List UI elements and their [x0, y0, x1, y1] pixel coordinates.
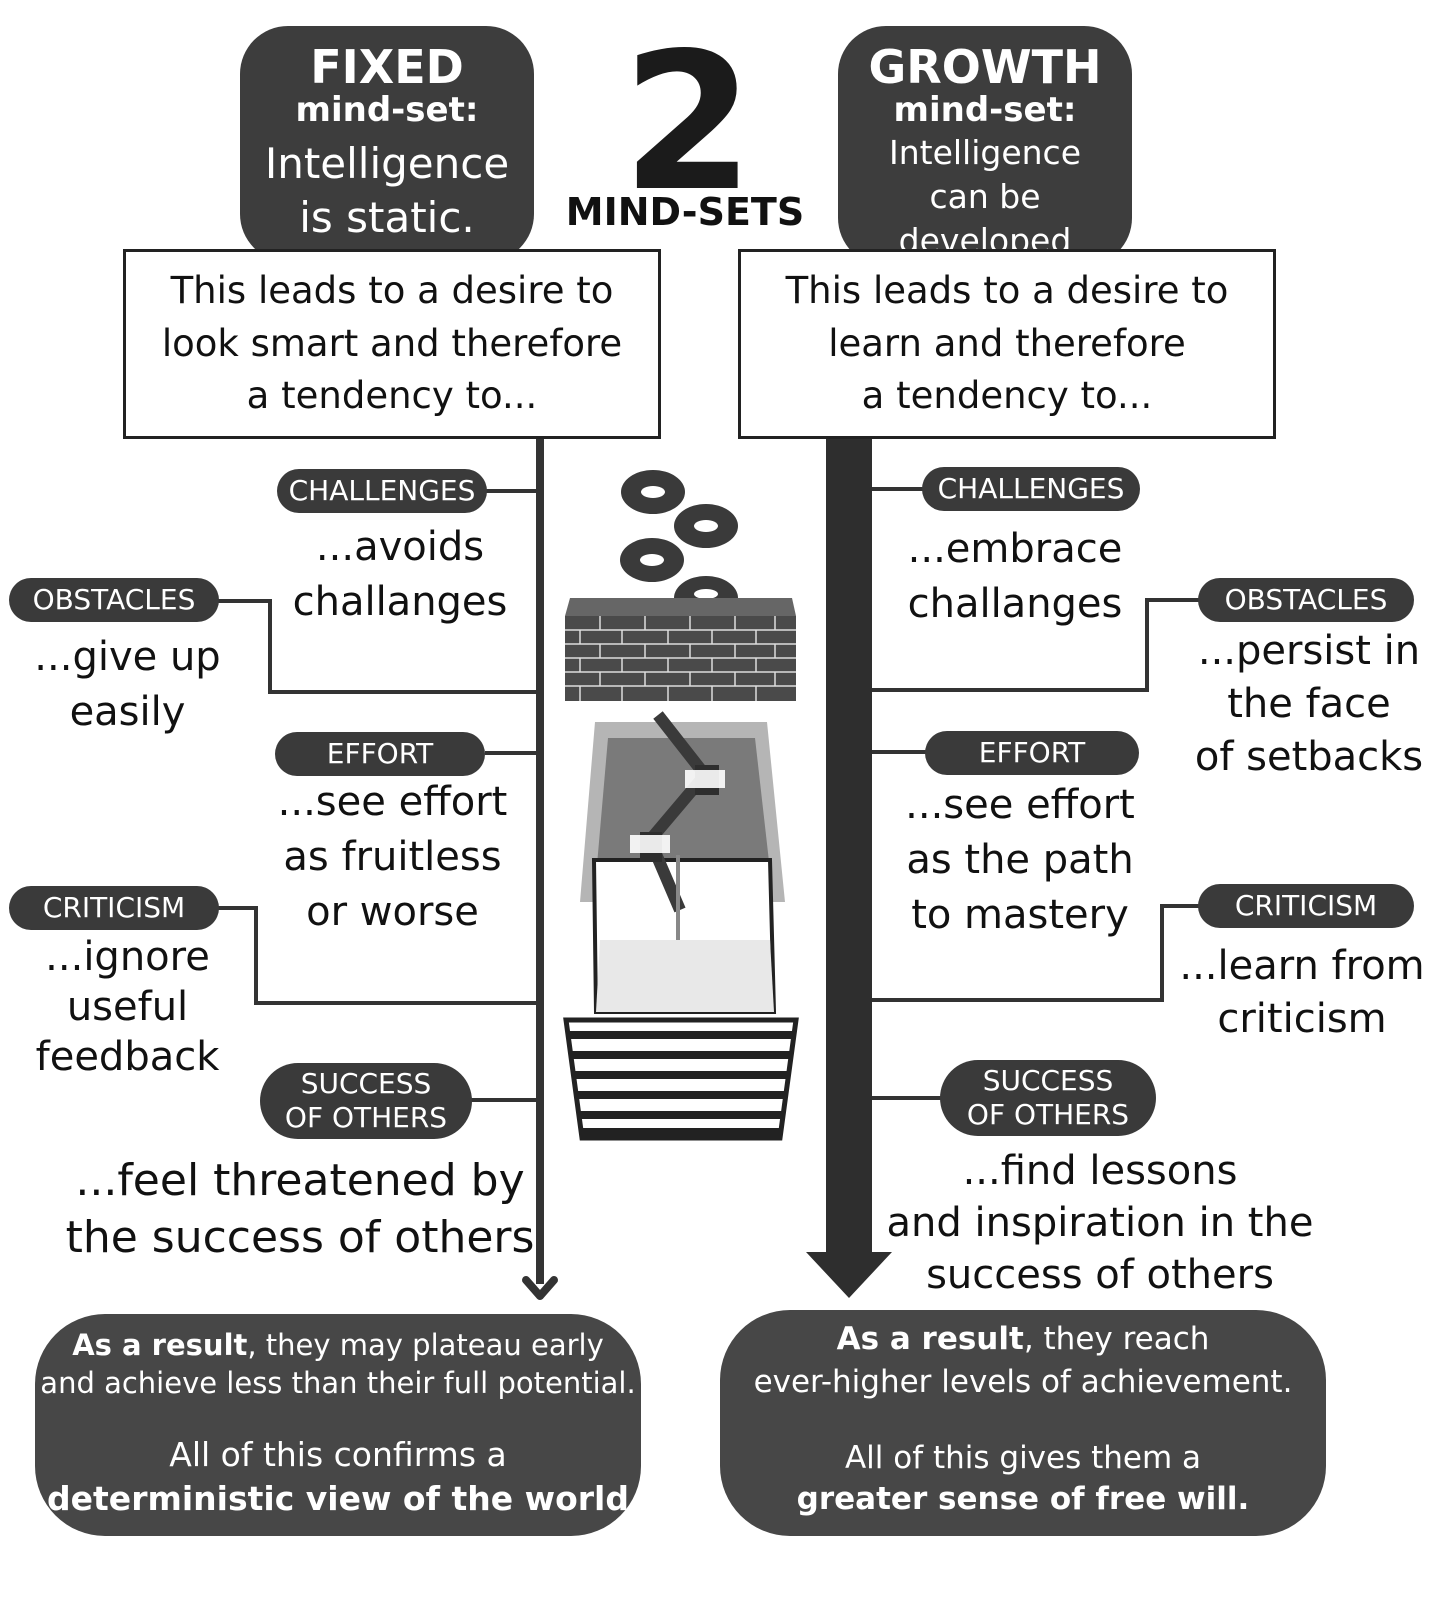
growth-spine [826, 439, 872, 1254]
growth-branch-criticism [872, 904, 1200, 1002]
mind-sets-label: MIND-SETS [565, 190, 805, 234]
fixed-mindset-header: FIXED mind-set: Intelligence is static. [240, 26, 534, 262]
fixed-desire-text: This leads to a desire to look smart and… [161, 269, 623, 418]
growth-subtitle: mind-set: [893, 90, 1077, 130]
growth-response-obstacles: ...persist in the face of setbacks [1194, 628, 1424, 780]
fixed-result-box: As a result, they may plateau early and … [35, 1314, 641, 1536]
growth-response-challenges: ...embrace challanges [907, 526, 1123, 628]
obstacle-illustration [563, 470, 799, 1141]
fixed-result-rest: , they may plateau early [247, 1328, 604, 1362]
fixed-branch-obstacles [218, 599, 540, 694]
growth-conclusion: All of this gives them a [844, 1439, 1202, 1476]
growth-branch-obstacles [872, 598, 1200, 692]
growth-result-lead: As a result [836, 1321, 1024, 1357]
growth-result-box: As a result, they reach ever-higher leve… [720, 1310, 1326, 1536]
fixed-result-lead: As a result [72, 1328, 248, 1362]
growth-response-effort: ...see effort as the path to mastery [905, 782, 1135, 939]
fixed-response-effort: ...see effort as fruitless or worse [277, 779, 508, 936]
growth-pill-success-of-others: SUCCESS OF OTHERS [940, 1060, 1156, 1136]
fixed-response-obstacles: ...give up easily [34, 634, 221, 736]
growth-response-criticism: ...learn from criticism [1179, 943, 1425, 1042]
fixed-branch-criticism [218, 906, 540, 1005]
fixed-conclusion-bold: deterministic view of the world [47, 1479, 629, 1519]
fixed-arrowhead [522, 1276, 558, 1300]
fixed-desire-box: This leads to a desire to look smart and… [123, 249, 661, 439]
fixed-belief: Intelligence is static. [264, 138, 510, 243]
growth-result-rest: , they reach [1023, 1321, 1210, 1357]
fixed-title: FIXED [310, 40, 464, 94]
growth-title: GROWTH [868, 40, 1102, 94]
fixed-response-challenges: ...avoids challanges [292, 524, 508, 626]
fixed-response-success-of-others: ...feel threatened by the success of oth… [65, 1155, 535, 1264]
tire-stack-icon [620, 470, 738, 599]
fixed-pill-success-of-others: SUCCESS OF OTHERS [260, 1063, 472, 1139]
growth-desire-text: This leads to a desire to learn and ther… [785, 269, 1229, 418]
growth-pill-criticism: CRITICISM [1198, 884, 1414, 928]
brick-wall-icon [565, 598, 796, 701]
fixed-pill-obstacles: OBSTACLES [9, 578, 219, 622]
growth-result-line2: ever-higher levels of achievement. [753, 1363, 1293, 1400]
fixed-response-criticism: ...ignore useful feedback [35, 934, 220, 1080]
fixed-result-line2: and achieve less than their full potenti… [40, 1366, 636, 1401]
growth-pill-effort: EFFORT [925, 731, 1139, 775]
big-number-two: 2 [621, 12, 754, 233]
fixed-conclusion: All of this confirms a [169, 1434, 507, 1474]
fixed-pill-criticism: CRITICISM [9, 886, 219, 930]
growth-conclusion-bold: greater sense of free will. [796, 1481, 1250, 1518]
fixed-pill-effort: EFFORT [275, 732, 485, 776]
crane-pit-icon [580, 711, 785, 1014]
growth-arrowhead [806, 1252, 892, 1298]
growth-response-success-of-others: ...find lessons and inspiration in the s… [886, 1148, 1314, 1298]
fixed-subtitle: mind-set: [295, 90, 479, 130]
fixed-pill-challenges: CHALLENGES [277, 469, 487, 513]
hurdle-stack-icon [563, 1017, 799, 1141]
growth-pill-challenges: CHALLENGES [922, 467, 1140, 511]
growth-desire-box: This leads to a desire to learn and ther… [738, 249, 1276, 439]
growth-pill-obstacles: OBSTACLES [1198, 578, 1414, 622]
